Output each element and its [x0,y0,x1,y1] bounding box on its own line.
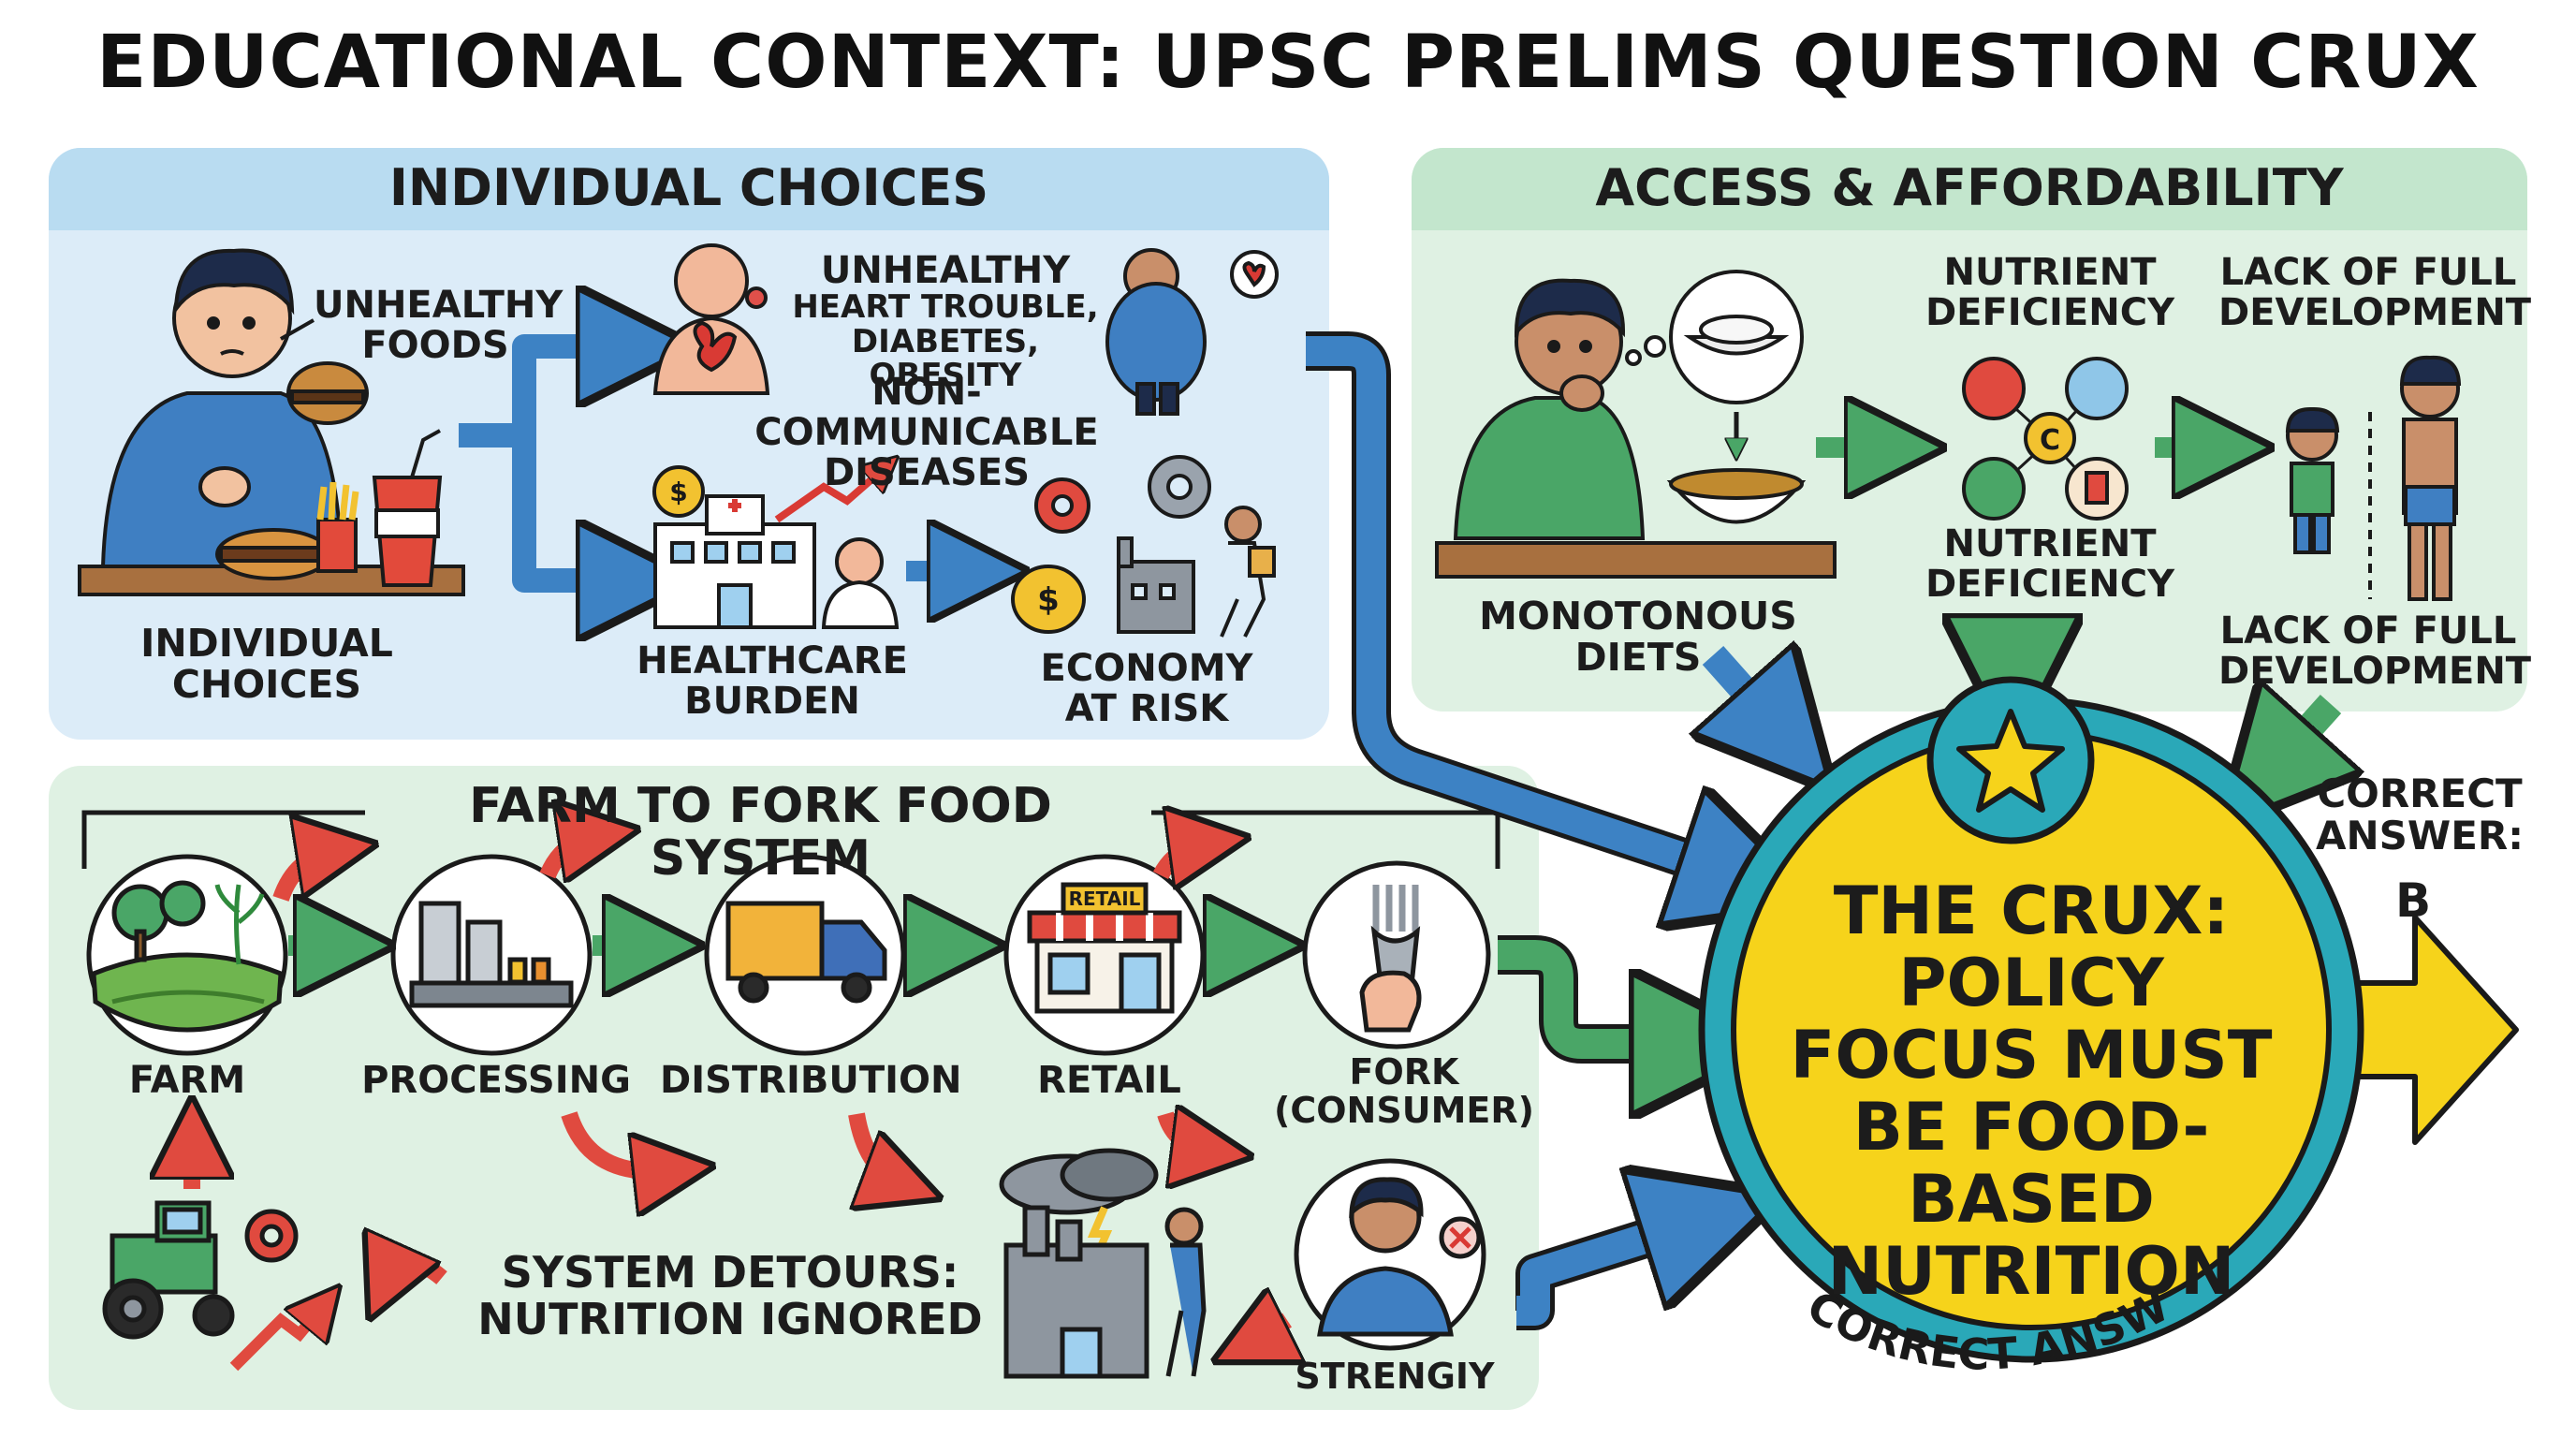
nutrient-deficiency-top-label: NUTRIENT DEFICIENCY [1925,251,2175,335]
thoughtful-man-illustration [1435,270,1837,579]
flow-arrows-to-crux [1306,331,2331,1330]
lack-development-bottom-label: LACK OF FULL DEVELOPMENT [2218,609,2532,694]
ncd-diseases-label: NON-COMMUNICABLE DISEASES [754,371,1099,495]
red-up-detour-arrows [272,835,1209,902]
access-affordability-heading: ACCESS & AFFORDABILITY [1595,158,2344,217]
economy-factory-icon: $ [1011,455,1276,638]
healthcare-burden-label: HEALTHCARE BURDEN [637,639,908,724]
strength-label: STRENGIY [1295,1356,1495,1397]
unhealthy-foods-label: UNHEALTHY FOODS [314,284,564,368]
lack-development-top-label: LACK OF FULL DEVELOPMENT [2218,251,2532,335]
individual-choices-heading: INDIVIDUAL CHOICES [388,158,989,217]
arrow-to-unhealthy-foods [280,318,315,341]
svg-text:$: $ [669,477,687,507]
monotonous-diets-label: MONOTONOUS DIETS [1479,594,1797,681]
retail-sign-text: RETAIL [1068,888,1141,910]
crux-circle [1698,676,2364,1363]
svg-text:$: $ [1037,581,1060,619]
worried-consumer-icon [1294,1158,1486,1351]
correct-answer-right-label: CORRECT ANSWER: [2315,770,2525,859]
tractor-icon [102,1200,323,1372]
man-eating-fast-food-illustration [78,248,465,596]
individual-choices-header [49,148,1329,230]
stage-label-farm: FARM [128,1059,246,1102]
polluting-factory-icon [999,1148,1207,1379]
answer-letter: B [2394,873,2432,928]
ncd-examples-label: HEART TROUBLE, DIABETES, OBESITY [792,288,1099,395]
stage-label-distribution: DISTRIBUTION [660,1059,962,1102]
access-affordability-header [1412,148,2527,230]
system-detours-label: SYSTEM DETOURS: NUTRITION IGNORED [477,1247,983,1344]
split-arrows-individual [459,346,637,580]
retail-store-icon [1003,854,1206,1056]
obese-person-icon [1105,248,1279,416]
fork-hand-icon [1302,860,1491,1049]
farm-icon [86,854,288,1056]
economy-at-risk-label: ECONOMY AT RISK [1040,647,1253,731]
nutrient-deficiency-bottom-label: NUTRIENT DEFICIENCY [1925,522,2175,607]
stage-label-processing: PROCESSING [361,1059,631,1102]
ncd-title-label: UNHEALTHY [820,249,1071,292]
stage-label-fork-consumer: FORK (CONSUMER) [1274,1051,1534,1132]
child-growth-comparison-icon [2285,355,2462,601]
hospital-icon: $ [652,467,897,629]
page-title: EDUCATIONAL CONTEXT: UPSC PRELIMS QUESTI… [96,21,2480,105]
processing-factory-icon [390,854,593,1056]
red-down-detour-arrows [192,1114,1287,1343]
individual-choices-label: INDIVIDUAL CHOICES [140,621,393,708]
stage-label-retail: RETAIL [1037,1059,1181,1102]
svg-text:C: C [2040,424,2060,457]
delivery-truck-icon [704,854,906,1056]
access-affordability-panel [1412,148,2527,712]
heart-disease-person-icon [652,243,770,395]
nutrient-molecules-icon: C [1962,357,2129,521]
crux-statement: THE CRUX: POLICY FOCUS MUST BE FOOD-BASE… [1790,873,2273,1310]
farm-to-fork-heading: FARM TO FORK FOOD SYSTEM [469,778,1052,888]
